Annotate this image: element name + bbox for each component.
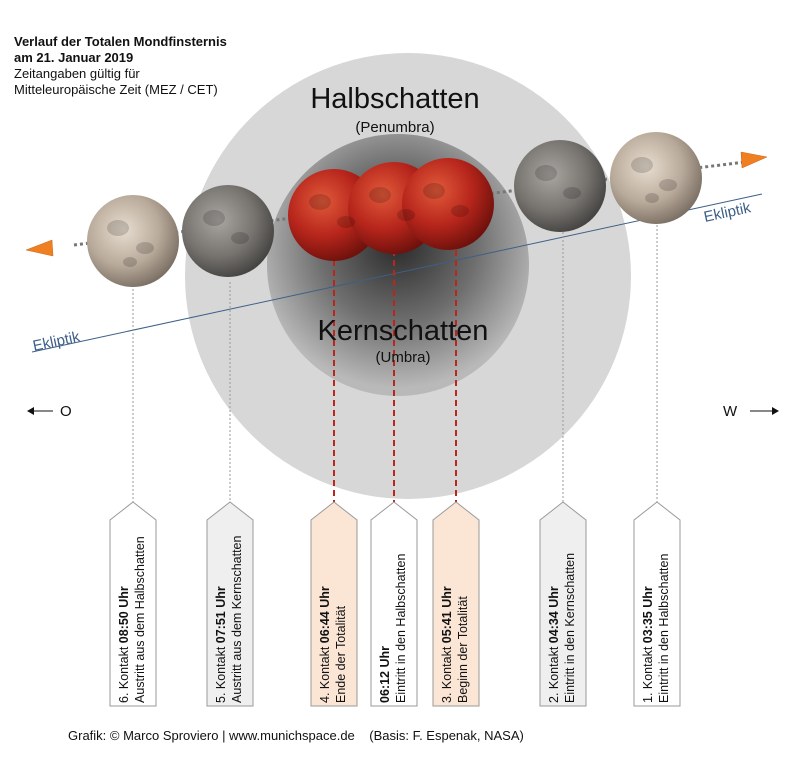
direction-east: O: [60, 403, 72, 420]
contact-3-desc: Beginn der Totalität: [456, 596, 470, 703]
contact-2-time: 04:34 Uhr: [547, 586, 561, 644]
credit-graphic: Grafik: © Marco Sproviero | www.munichsp…: [68, 728, 355, 743]
tag-contact-5: [206, 501, 254, 707]
title-line-1: Verlauf der Totalen Mondfinsternis: [14, 34, 227, 49]
contact-4-number: 4. Kontakt: [318, 646, 332, 703]
tag-contact-4: [310, 501, 358, 707]
contact-6-desc: Austritt aus dem Halbschatten: [133, 536, 147, 703]
contact-2-desc: Eintritt in den Kernschatten: [563, 552, 577, 703]
moon-contact-1: [610, 132, 702, 224]
tag-contact-6: [109, 501, 157, 707]
moon-contact-5: [182, 185, 274, 277]
umbra-sublabel: (Umbra): [376, 349, 431, 366]
contact-3-time: 05:41 Uhr: [440, 586, 454, 644]
moon-contact-6: [87, 195, 179, 287]
contact-1-time: 03:35 Uhr: [641, 586, 655, 644]
subtitle-line-1: Zeitangaben gültig für: [14, 66, 140, 81]
tag-text-contact-2: 2. Kontakt 04:34 Uhr Eintritt in den Ker…: [546, 523, 580, 703]
title-line-2: am 21. Januar 2019: [14, 50, 134, 65]
west-arrow-icon: [772, 407, 779, 415]
penumbra-label: Halbschatten: [310, 83, 479, 115]
tag-text-contact-6: 6. Kontakt 08:50 Uhr Austritt aus dem Ha…: [116, 523, 150, 703]
contact-4-desc: Ende der Totalität: [334, 605, 348, 703]
east-arrow-icon: [27, 407, 34, 415]
moon-contact-2: [514, 140, 606, 232]
tag-contact-max: [370, 501, 418, 707]
contact-3-number: 3. Kontakt: [440, 646, 454, 703]
ecliptic-label-left: Ekliptik: [31, 328, 81, 355]
contact-6-time: 08:50 Uhr: [117, 586, 131, 644]
path-arrow-left: [25, 239, 54, 257]
contact-6-number: 6. Kontakt: [117, 646, 131, 703]
tag-contact-3: [432, 501, 480, 707]
umbra-label: Kernschatten: [318, 315, 489, 347]
tag-text-contact-3: 3. Kontakt 05:41 Uhr Beginn der Totalitä…: [439, 523, 473, 703]
penumbra-sublabel: (Penumbra): [355, 119, 434, 136]
contact-1-number: 1. Kontakt: [641, 646, 655, 703]
contact-5-desc: Austritt aus dem Kernschatten: [230, 535, 244, 703]
contact-5-time: 07:51 Uhr: [214, 586, 228, 644]
tag-contact-1: [633, 501, 681, 707]
contact-max-desc: Eintritt in den Halbschatten: [394, 553, 408, 703]
contact-5-number: 5. Kontakt: [214, 646, 228, 703]
credit-line: Grafik: © Marco Sproviero | www.munichsp…: [68, 728, 524, 743]
direction-west: W: [723, 403, 738, 420]
contact-max-time: 06:12 Uhr: [378, 646, 392, 703]
tag-text-contact-5: 5. Kontakt 07:51 Uhr Austritt aus dem Ke…: [213, 523, 247, 703]
path-arrow-right: [740, 151, 768, 169]
ecliptic-label-right: Ekliptik: [702, 199, 752, 226]
contact-1-desc: Eintritt in den Halbschatten: [657, 553, 671, 703]
tag-text-contact-1: 1. Kontakt 03:35 Uhr Eintritt in den Hal…: [640, 523, 674, 703]
subtitle-line-2: Mitteleuropäische Zeit (MEZ / CET): [14, 82, 218, 97]
moon-contact-3: [402, 158, 494, 250]
contact-2-number: 2. Kontakt: [547, 646, 561, 703]
contact-4-time: 06:44 Uhr: [318, 586, 332, 644]
credit-basis: (Basis: F. Espenak, NASA): [369, 728, 524, 743]
tag-text-contact-4: 4. Kontakt 06:44 Uhr Ende der Totalität: [317, 523, 351, 703]
tag-text-contact-max: 06:12 Uhr Eintritt in den Halbschatten: [377, 523, 411, 703]
tag-contact-2: [539, 501, 587, 707]
